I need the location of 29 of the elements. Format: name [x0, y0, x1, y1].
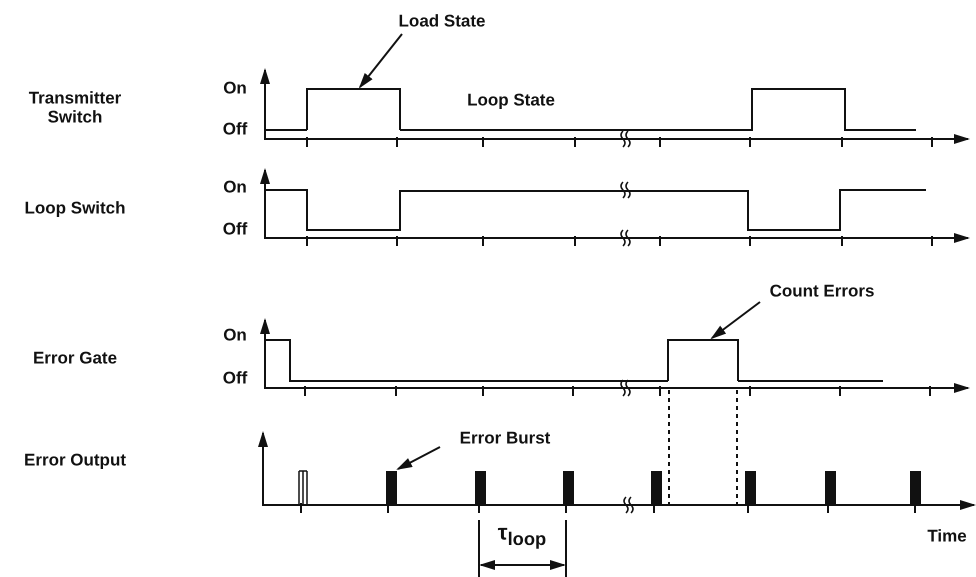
- callout-label: Error Burst: [460, 430, 550, 448]
- level-label: On: [223, 178, 247, 198]
- row-label: Transmitter Switch: [28, 89, 122, 127]
- callout-label: Load State: [398, 12, 486, 32]
- row-label: Loop Switch: [23, 200, 127, 218]
- pulse-bar: [475, 471, 486, 505]
- leader-line: [710, 301, 761, 340]
- level-label: On: [223, 326, 247, 346]
- level-label: Off: [222, 120, 248, 140]
- leader-line: [396, 446, 440, 470]
- pulse-bar: [745, 471, 756, 505]
- state-label: Loop State: [467, 92, 555, 110]
- leader-line: [358, 33, 403, 89]
- level-label: On: [223, 80, 247, 98]
- callout-label: Count Errors: [770, 282, 874, 302]
- pulse-bar: [298, 470, 308, 506]
- pulse-bar: [563, 471, 574, 505]
- dimension-label: τ$_{loop}$: [498, 520, 546, 550]
- pulse-bar: [825, 471, 836, 505]
- row-label: Error Gate: [32, 350, 118, 368]
- level-label: Off: [222, 370, 248, 388]
- pulse-bar: [651, 471, 662, 505]
- pulse: [306, 88, 401, 130]
- pulse-bar: [386, 471, 397, 505]
- pulse: [667, 339, 739, 381]
- row-label: Error Output: [23, 452, 127, 470]
- level-label: Off: [222, 220, 248, 240]
- axis-label: Time: [927, 528, 967, 546]
- pulse-bar: [910, 471, 921, 505]
